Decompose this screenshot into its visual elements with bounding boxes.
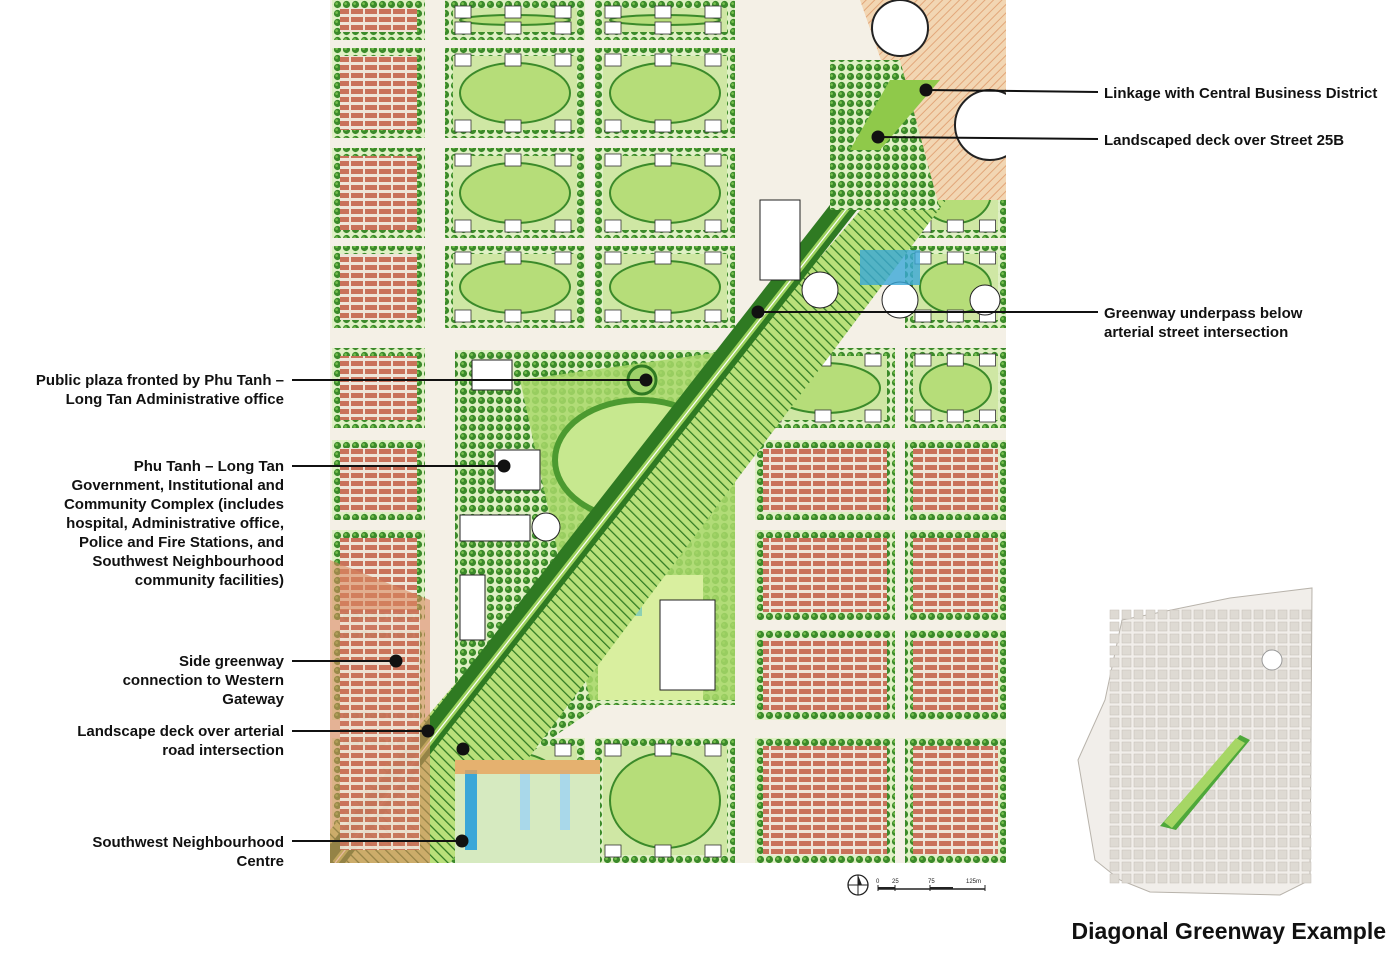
callout-greenway-underpass: Greenway underpass below arterial street… <box>1104 305 1303 341</box>
leader-dot <box>389 654 403 668</box>
city-block <box>595 0 735 40</box>
city-block <box>905 630 1006 720</box>
city-block <box>905 738 1006 863</box>
callout-deck-street-25b: Landscaped deck over Street 25B <box>1104 132 1345 149</box>
leader-dot <box>455 834 469 848</box>
city-block <box>445 48 585 138</box>
scale-tick-0: 0 <box>876 879 880 885</box>
scale-tick-125m: 125m <box>966 879 981 885</box>
city-block <box>595 738 735 863</box>
leader-dot <box>421 724 435 738</box>
city-block <box>595 246 735 328</box>
city-block <box>332 48 425 138</box>
leader-dot <box>639 373 653 387</box>
urban-blocks <box>332 0 1006 863</box>
scale-tick-25: 25 <box>892 879 899 885</box>
scale-bar: 0 25 75 125m <box>847 874 986 896</box>
city-block <box>332 0 425 40</box>
city-block <box>595 148 735 238</box>
city-block <box>755 630 895 720</box>
leader-dot <box>497 459 511 473</box>
leader-line <box>292 459 511 473</box>
callout-side-greenway: Side greenway connection to Western Gate… <box>122 653 284 708</box>
city-block <box>332 348 425 428</box>
city-block <box>905 440 1006 520</box>
leader-line <box>751 305 1098 319</box>
leader-line <box>871 130 1099 144</box>
callout-government-complex: Phu Tanh – Long Tan Government, Institut… <box>63 458 284 589</box>
cbd-buildings <box>759 0 1006 319</box>
city-block <box>445 148 585 238</box>
city-block <box>755 738 895 863</box>
scale-tick-75: 75 <box>928 879 935 885</box>
city-block <box>905 348 1006 428</box>
callout-public-plaza: Public plaza fronted by Phu Tanh – Long … <box>35 372 284 408</box>
city-block <box>445 246 585 328</box>
leader-dot <box>456 742 470 756</box>
leader-dot <box>871 130 885 144</box>
city-block <box>332 440 425 520</box>
callout-southwest-centre: Southwest Neighbourhood Centre <box>92 834 284 870</box>
city-block <box>445 0 585 40</box>
leader-line <box>292 654 403 668</box>
callout-cbd-linkage: Linkage with Central Business District <box>1104 85 1378 102</box>
leader-line <box>292 834 469 848</box>
city-block <box>905 530 1006 620</box>
city-block <box>755 440 895 520</box>
city-block <box>755 530 895 620</box>
callout-landscape-deck: Landscape deck over arterial road inters… <box>77 723 284 759</box>
city-block <box>332 246 425 328</box>
city-block <box>332 148 425 238</box>
leader-line <box>292 724 435 738</box>
key-plan-grid <box>1109 609 1312 884</box>
leader-line <box>919 83 1099 97</box>
key-plan-inset <box>1077 587 1313 896</box>
page-title: Diagonal Greenway Example <box>1071 918 1386 944</box>
leader-dot <box>751 305 765 319</box>
city-block <box>595 48 735 138</box>
leader-line <box>292 373 653 387</box>
callout-leaders <box>292 83 1099 848</box>
main-plan-area <box>330 0 1006 863</box>
leader-dot <box>919 83 933 97</box>
